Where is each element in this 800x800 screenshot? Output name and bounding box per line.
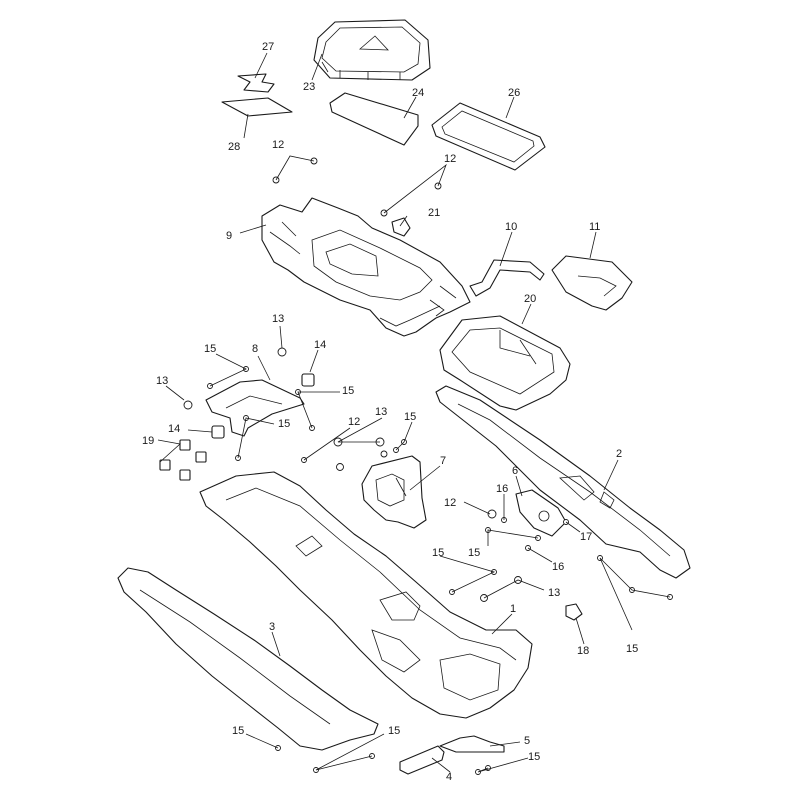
callout-10: 10 [505, 221, 517, 233]
part-2-right-side-rail[interactable] [435, 385, 691, 579]
callout-13-d: 13 [548, 587, 560, 599]
callout-5: 5 [524, 735, 530, 747]
callout-15-a: 15 [204, 343, 216, 355]
callout-16-b: 16 [552, 561, 564, 573]
part-27-sticker[interactable] [237, 73, 275, 93]
callout-12-top-left: 12 [272, 139, 284, 151]
callout-18: 18 [577, 645, 589, 657]
callout-6: 6 [512, 465, 518, 477]
leader-lines [157, 52, 671, 773]
callout-19: 19 [142, 435, 154, 447]
callout-15-d: 15 [404, 411, 416, 423]
callout-13-b: 13 [156, 375, 168, 387]
callout-15-j: 15 [528, 751, 540, 763]
callout-15-f: 15 [432, 547, 444, 559]
part-23-storage-lid[interactable] [313, 19, 431, 81]
callout-8: 8 [252, 343, 258, 355]
callout-17: 17 [580, 531, 592, 543]
callout-15-h: 15 [232, 725, 244, 737]
part-7-mounting-bracket[interactable] [361, 455, 427, 529]
part-6-plate[interactable] [515, 489, 567, 537]
part-1-rear-mudguard[interactable] [199, 471, 533, 719]
callout-2: 2 [616, 448, 622, 460]
part-5-bracket[interactable] [439, 735, 505, 753]
callout-15-e: 15 [468, 547, 480, 559]
callout-11: 11 [589, 221, 600, 233]
callout-21: 21 [428, 207, 440, 219]
part-20-tray[interactable] [439, 315, 571, 411]
part-11-tool-pouch[interactable] [551, 255, 633, 311]
callout-28: 28 [228, 141, 240, 153]
callout-12-mid: 12 [348, 416, 360, 428]
callout-14-a: 14 [314, 339, 326, 351]
part-9-seat-frame[interactable] [261, 197, 471, 337]
callout-24: 24 [412, 87, 424, 99]
callout-16-a: 16 [496, 483, 508, 495]
part-4-bracket[interactable] [399, 745, 445, 775]
part-21-clip[interactable] [391, 217, 411, 237]
callout-15-i: 15 [388, 725, 400, 737]
callout-15-c: 15 [278, 418, 290, 430]
callout-13-a: 13 [272, 313, 284, 325]
part-24-pad[interactable] [329, 92, 419, 146]
callout-15-g: 15 [626, 643, 638, 655]
part-10-grab-handle[interactable] [469, 259, 545, 297]
callout-15-b: 15 [342, 385, 354, 397]
callout-4: 4 [446, 771, 452, 783]
part-3-left-side-panel[interactable] [117, 567, 379, 751]
callout-26: 26 [508, 87, 520, 99]
callout-1: 1 [510, 603, 516, 615]
part-26-seal-ring[interactable] [431, 102, 546, 171]
callout-20: 20 [524, 293, 536, 305]
part-19-clip-set[interactable] [159, 439, 207, 481]
callout-12-right: 12 [444, 497, 456, 509]
callout-27: 27 [262, 41, 274, 53]
part-14-nut-clip-upper[interactable] [301, 373, 315, 387]
callout-7: 7 [440, 455, 446, 467]
callout-23: 23 [303, 81, 315, 93]
part-14-nut-clip-lower[interactable] [211, 425, 225, 439]
callout-13-c: 13 [375, 406, 387, 418]
callout-12-top-right: 12 [444, 153, 456, 165]
part-18-clip[interactable] [565, 603, 583, 621]
callout-9: 9 [226, 230, 232, 242]
callout-labels: 27 28 23 24 26 12 12 21 9 10 11 20 13 14… [142, 41, 638, 783]
callout-14-b: 14 [168, 423, 180, 435]
part-28-decal[interactable] [221, 97, 293, 117]
callout-3: 3 [269, 621, 275, 633]
